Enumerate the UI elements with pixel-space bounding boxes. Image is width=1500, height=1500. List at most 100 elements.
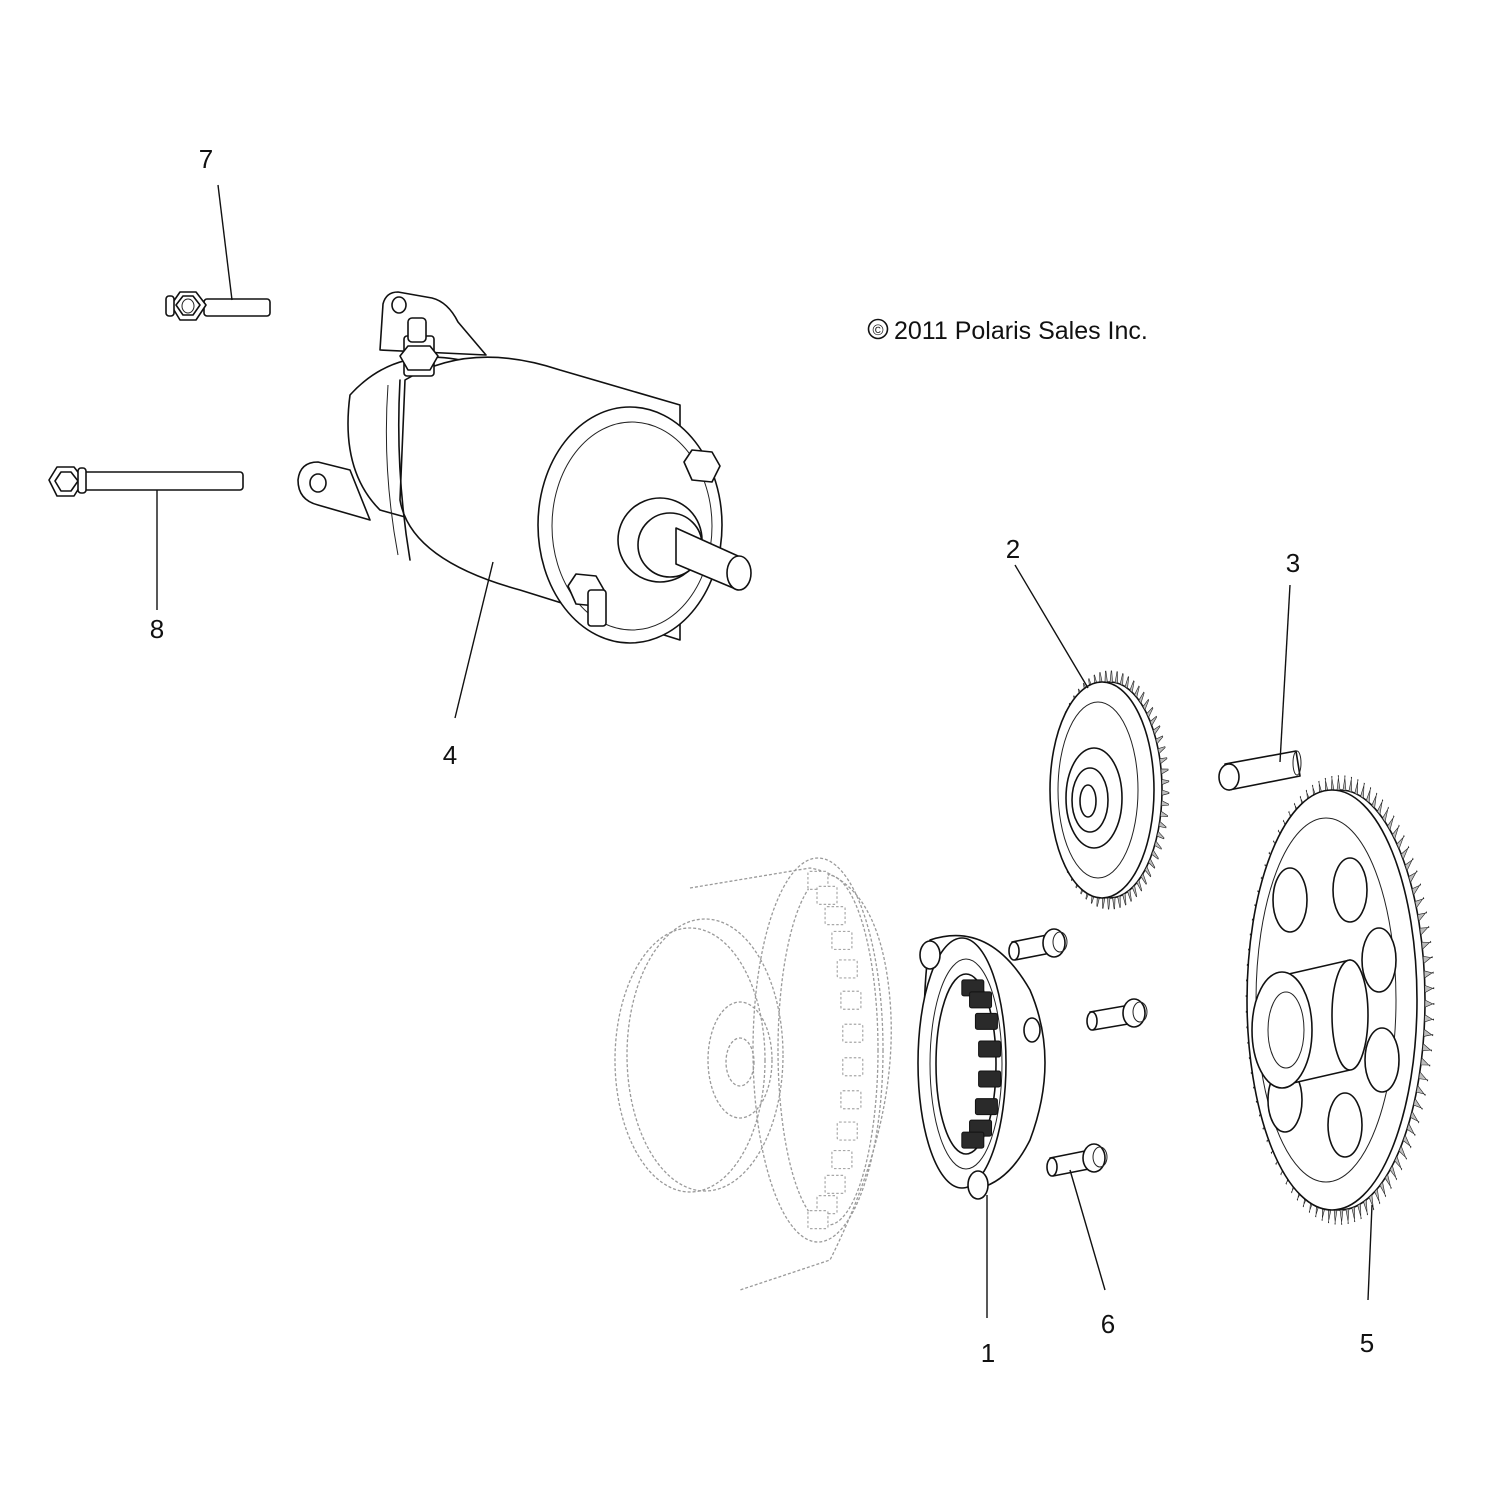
gear-tooth (1342, 775, 1347, 791)
gear-tooth (1357, 1203, 1362, 1220)
flywheel-slot (824, 1174, 846, 1194)
gear-tooth (1424, 984, 1435, 994)
gear-tooth (1155, 735, 1164, 745)
gear-tooth (1384, 1173, 1392, 1190)
gear-tooth (1398, 1145, 1407, 1160)
gear-tooth (1336, 775, 1341, 791)
gear-tooth (1420, 1057, 1431, 1067)
flywheel-slot (807, 1210, 829, 1230)
part-7-short-bolt[interactable] (165, 291, 271, 321)
gear-tooth (1411, 883, 1422, 896)
flywheel-slot (840, 990, 862, 1010)
gear-tooth (1387, 815, 1395, 831)
gear-tooth (1363, 1199, 1369, 1216)
part-4-starter-motor[interactable] (297, 291, 752, 644)
flywheel-slot (807, 870, 829, 890)
gear-tooth (1119, 673, 1124, 686)
part-8-long-bolt[interactable] (48, 466, 244, 497)
gear-tooth (1374, 1188, 1381, 1205)
gear-tooth (1152, 725, 1161, 736)
gear-tooth (1422, 955, 1433, 965)
part-1-starter-clutch[interactable] (917, 934, 1046, 1200)
gear-tooth (1148, 857, 1156, 869)
gear-tooth (1400, 845, 1410, 861)
copyright-notice: © 2011 Polaris Sales Inc. (867, 317, 1148, 345)
gear-tooth (1413, 1097, 1423, 1111)
part-5-driven-gear[interactable] (1245, 775, 1435, 1225)
gear-tooth (1114, 671, 1118, 684)
gear-tooth (1394, 1155, 1403, 1171)
flywheel-slot (816, 1195, 838, 1215)
callout-3: 3 (1286, 548, 1300, 578)
sprag-roller (978, 1070, 1002, 1088)
gear-tooth (1416, 1084, 1426, 1097)
gear-tooth (1117, 895, 1121, 908)
gear-tooth (1423, 970, 1434, 979)
gear-tooth (1129, 680, 1135, 693)
sprag-roller (974, 1098, 998, 1116)
gear-tooth (1406, 1122, 1416, 1137)
gear-tooth (1423, 1028, 1434, 1037)
gear-tooth (1122, 892, 1127, 906)
gear-tooth (1142, 698, 1150, 711)
part-2-idler-gear[interactable] (1049, 670, 1170, 910)
gear-tooth (1376, 799, 1384, 816)
gear-tooth (1391, 824, 1400, 840)
gear-tooth (1422, 1043, 1432, 1052)
gear-tooth (1348, 776, 1353, 793)
gear-tooth (1351, 1206, 1356, 1223)
flywheel-slot (836, 1121, 858, 1141)
gear-tooth (1140, 872, 1147, 885)
gear-tooth (1382, 806, 1389, 823)
gear-tooth (1157, 746, 1166, 755)
part-3-shaft[interactable] (1218, 750, 1302, 791)
flywheel-magnet-slots (807, 870, 864, 1230)
gear-tooth (1396, 834, 1405, 850)
gear-tooth (1161, 800, 1169, 807)
gear-tooth (1339, 1209, 1344, 1225)
sprag-roller (961, 1131, 985, 1149)
flywheel-slot (836, 959, 858, 979)
sprag-roller (969, 991, 993, 1009)
part-6-cap-screw-a[interactable] (1008, 928, 1068, 961)
gear-tooth (1144, 865, 1152, 878)
callout-5: 5 (1360, 1328, 1374, 1358)
part-6-cap-screw-b[interactable] (1086, 998, 1148, 1031)
callout-1: 1 (981, 1338, 995, 1368)
gear-tooth (1161, 779, 1170, 786)
gear-tooth (1131, 884, 1138, 898)
gear-tooth (1158, 820, 1167, 829)
callout-labels: 7 8 4 2 3 1 6 5 (150, 144, 1374, 1368)
gear-tooth (1160, 810, 1168, 817)
callout-7: 7 (199, 144, 213, 174)
flywheel-phantom (614, 857, 892, 1291)
gear-tooth (1330, 776, 1335, 792)
gear-tooth (1161, 789, 1170, 796)
callout-4: 4 (443, 740, 457, 770)
gear-tooth (1389, 1164, 1398, 1181)
callout-8: 8 (150, 614, 164, 644)
gear-tooth (1354, 779, 1359, 796)
gear-tooth (1156, 830, 1165, 840)
gear-tooth (1360, 782, 1365, 799)
gear-tooth (1104, 670, 1108, 683)
sprag-roller (974, 1012, 998, 1030)
gear-tooth (1410, 1110, 1420, 1124)
flywheel-slot (831, 1149, 853, 1170)
gear-tooth (1160, 768, 1169, 775)
flywheel-slot (824, 906, 846, 926)
flywheel-slot (842, 1023, 864, 1043)
gear-tooth (1146, 706, 1154, 719)
gear-tooth (1107, 897, 1111, 910)
gear-tooth (1124, 676, 1130, 689)
gear-tooth (1149, 715, 1158, 727)
flywheel-slot (831, 930, 853, 951)
gear-tooth (1365, 787, 1372, 804)
gear-tooth (1138, 691, 1145, 704)
gear-tooth (1333, 1209, 1338, 1225)
gear-tooth (1127, 889, 1132, 902)
gear-tooth (1154, 840, 1162, 850)
gear-tooth (1414, 896, 1425, 909)
part-6-cap-screw-c[interactable] (1046, 1143, 1108, 1177)
copyright-text: 2011 Polaris Sales Inc. (894, 317, 1148, 345)
